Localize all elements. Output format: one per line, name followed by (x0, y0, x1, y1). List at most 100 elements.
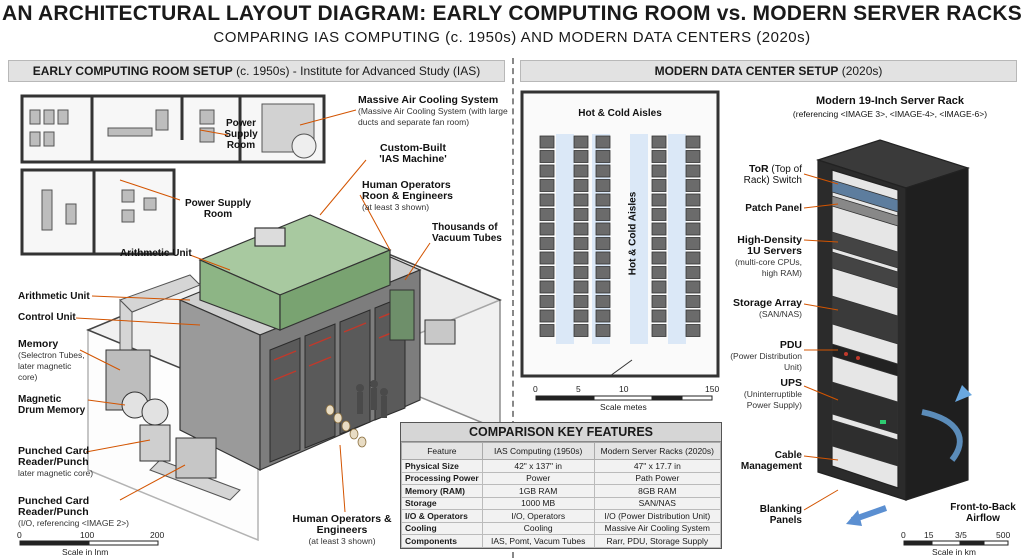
floorplan-rack-unit (573, 266, 589, 279)
floorplan-rack-unit (651, 280, 667, 294)
leader-lines-left (75, 109, 431, 513)
label-ups: UPS (Uninterruptible Power Supply) (743, 377, 802, 411)
floorplan-rack-unit (595, 266, 611, 279)
rack-scale-label: Scale in km (932, 547, 976, 557)
cell-modern: I/O (Power Distribution Unit) (593, 509, 722, 523)
floorplan-rack-unit (595, 222, 611, 236)
floorplan-rack-unit (651, 222, 667, 236)
label-human-operators-bottom: Human Operators & Engineers (at least 3 … (292, 513, 392, 547)
floorplan-rack-unit (595, 237, 611, 250)
fp-scale-tick-3: 150 (705, 384, 720, 394)
floorplan-rack-unit (539, 222, 555, 236)
floorplan-rack-unit (651, 164, 667, 178)
page-subtitle: COMPARING IAS COMPUTING (c. 1950s) AND M… (213, 29, 811, 46)
floorplan-rack-unit (685, 222, 701, 236)
floorplan-rack-unit (651, 193, 667, 207)
cell-modern: SAN/NAS (593, 496, 722, 510)
label-punch-card-2: Punched Card Reader/Punch (I/O, referenc… (18, 495, 130, 529)
cell-modern: Path Power (593, 471, 722, 485)
label-drum-memory: Magnetic Drum Memory (18, 394, 86, 416)
floorplan-rack-unit (651, 324, 667, 337)
label-control-unit: Control Unit (18, 312, 76, 323)
left-scale-label: Scale in lnm (62, 547, 109, 557)
label-power-supply-room-2: Power Supply Room (184, 198, 252, 220)
rack-scale-tick-1: 15 (924, 530, 934, 540)
aisles-vertical-label: Hot & Cold Aisles (627, 191, 639, 276)
label-power-supply-room-top: Power Supply Room (224, 118, 258, 151)
label-punch-card-1: Punched Card Reader/Punch later magnetic… (18, 445, 94, 479)
table-row: Processing Power Power Path Power (401, 471, 722, 485)
left-scale-tick-2: 200 (150, 530, 165, 540)
rack-title: Modern 19-Inch Server Rack (816, 95, 964, 107)
col-header-ias: IAS Computing (1950s) (481, 442, 595, 460)
rack-scale-tick-3: 500 (996, 530, 1011, 540)
floorplan-rack-unit (651, 251, 667, 265)
left-scale-tick-1: 100 (80, 530, 95, 540)
floorplan-rack-unit (685, 237, 701, 250)
left-scale-bar (19, 540, 159, 546)
leader-lines-right (803, 173, 839, 511)
cell-ias: I/O, Operators (481, 509, 595, 523)
floorplan-rack-unit (595, 208, 611, 221)
floorplan-rack-unit (685, 309, 701, 323)
floorplan-rack-unit (595, 251, 611, 265)
cell-feature: I/O & Operators (401, 509, 483, 523)
floorplan-rack-unit (539, 324, 555, 337)
floorplan-rack-unit (685, 193, 701, 207)
comparison-title: COMPARISON KEY FEATURES (401, 423, 721, 442)
label-vacuum-tubes: Thousands of Vacuum Tubes (432, 222, 502, 244)
cell-ias: IAS, Pomt, Vacum Tubes (481, 534, 595, 548)
floorplan-rack-unit (595, 193, 611, 207)
label-airflow: Front-to-Back Airflow (950, 502, 1016, 524)
cell-feature: Cooling (401, 521, 483, 535)
label-arithmetic-unit-1: Arithmetic Unit (120, 248, 192, 259)
floorplan-rack-unit (595, 324, 611, 337)
floorplan-rack-unit (685, 266, 701, 279)
col-header-feature: Feature (401, 442, 483, 460)
floorplan-rack-unit (651, 295, 667, 308)
floorplan-rack-unit (539, 266, 555, 279)
rack-subtitle: (referencing <IMAGE 3>, <IMAGE-4>, <IMAG… (792, 109, 988, 119)
fp-scale-tick-0: 0 (533, 384, 538, 394)
floorplan-rack-unit (685, 208, 701, 221)
floorplan-rack-unit (573, 280, 589, 294)
floorplan-rack-unit (651, 237, 667, 250)
floorplan-rack-unit (573, 222, 589, 236)
airflow-arrow (921, 409, 963, 462)
cell-ias: 1GB RAM (481, 484, 595, 498)
comparison-table: COMPARISON KEY FEATURES Feature IAS Comp… (400, 422, 722, 549)
floorplan-rack-unit (539, 309, 555, 323)
floorplan-rack-unit (539, 237, 555, 250)
cell-feature: Processing Power (401, 471, 483, 485)
floorplan-rack-unit (573, 164, 589, 178)
table-row: Physical Size 42" x 137" in 47" x 17.7 i… (401, 459, 722, 473)
floorplan-rack-unit (651, 179, 667, 192)
rack-scale-tick-0: 0 (901, 530, 906, 540)
floorplan-rack-unit (685, 150, 701, 163)
floorplan-rack-unit (685, 164, 701, 178)
cell-modern: 47" x 17.7 in (593, 459, 722, 473)
floorplan-rack-unit (539, 295, 555, 308)
floorplan-rack-unit (595, 150, 611, 163)
label-pdu: PDU (Power Distribution Unit) (730, 339, 802, 373)
fp-scale-tick-1: 5 (576, 384, 581, 394)
fp-scale-tick-2: 10 (619, 384, 629, 394)
floorplan-rack-unit (539, 208, 555, 221)
floorplan-rack-unit (651, 135, 667, 149)
table-row: I/O & Operators I/O, Operators I/O (Powe… (401, 509, 722, 523)
floorplan-rack-unit (573, 135, 589, 149)
floorplan-rack-unit (573, 295, 589, 308)
floorplan-rack-unit (539, 164, 555, 178)
left-panel-heading: EARLY COMPUTING ROOM SETUP (c. 1950s) - … (8, 60, 505, 82)
aisles-label: Hot & Cold Aisles (578, 108, 662, 119)
panel-divider (512, 58, 514, 558)
cell-feature: Components (401, 534, 483, 548)
rack-scale-tick-2: 3/5 (955, 530, 967, 540)
cell-modern: 8GB RAM (593, 484, 722, 498)
floorplan-rack-unit (595, 135, 611, 149)
floorplan-rack-unit (651, 266, 667, 279)
floorplan-rack-unit (539, 280, 555, 294)
floorplan-rack-unit (573, 193, 589, 207)
floorplan-rack-unit (685, 280, 701, 294)
floorplan-rack-unit (573, 208, 589, 221)
